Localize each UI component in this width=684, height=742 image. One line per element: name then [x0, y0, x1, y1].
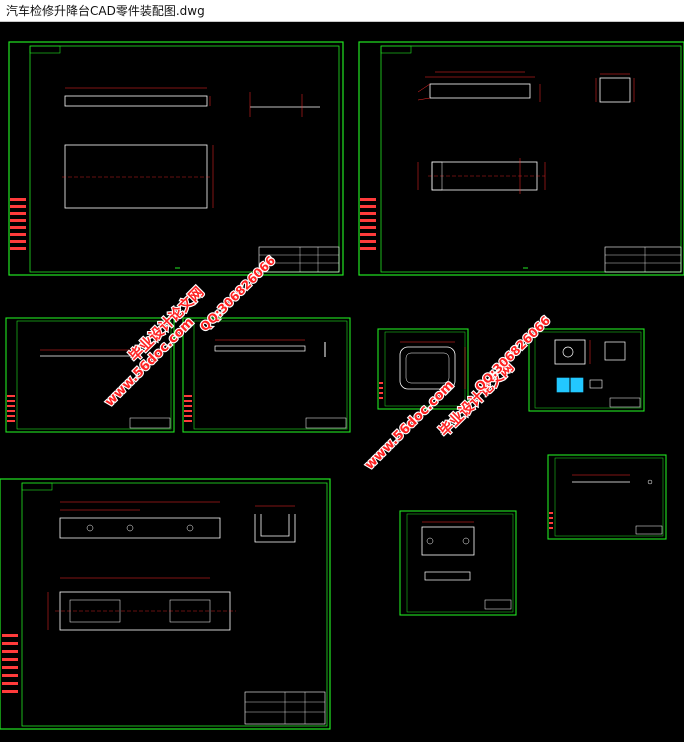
cad-viewport[interactable]: www.56doc.com 毕业设计论文网 QQ:306826066 www.5…	[0, 22, 684, 742]
window-titlebar: 汽车检修升降台CAD零件装配图.dwg	[0, 0, 684, 22]
drawing-sheet-1[interactable]	[8, 41, 344, 276]
drawing-sheet-8[interactable]	[399, 510, 517, 616]
window-title: 汽车检修升降台CAD零件装配图.dwg	[6, 4, 205, 18]
drawing-sheet-9[interactable]	[547, 454, 667, 540]
watermark-qq-right: QQ:306826066	[472, 313, 553, 394]
drawing-sheet-6[interactable]	[528, 328, 645, 412]
watermark-left: www.56doc.com 毕业设计论文网 QQ:306826066	[101, 252, 279, 411]
drawing-sheet-7[interactable]	[0, 478, 331, 730]
drawing-sheet-2[interactable]	[358, 41, 684, 276]
watermark-qq-left: QQ:306826066	[197, 253, 278, 334]
drawing-sheet-5[interactable]	[377, 328, 469, 410]
drawing-sheet-3[interactable]	[5, 317, 175, 433]
drawing-canvas[interactable]: www.56doc.com 毕业设计论文网 QQ:306826066 www.5…	[0, 22, 684, 742]
drawing-sheet-4[interactable]	[182, 317, 351, 433]
watermark-right: www.56doc.com 毕业设计论文网 QQ:306826066	[361, 312, 554, 474]
